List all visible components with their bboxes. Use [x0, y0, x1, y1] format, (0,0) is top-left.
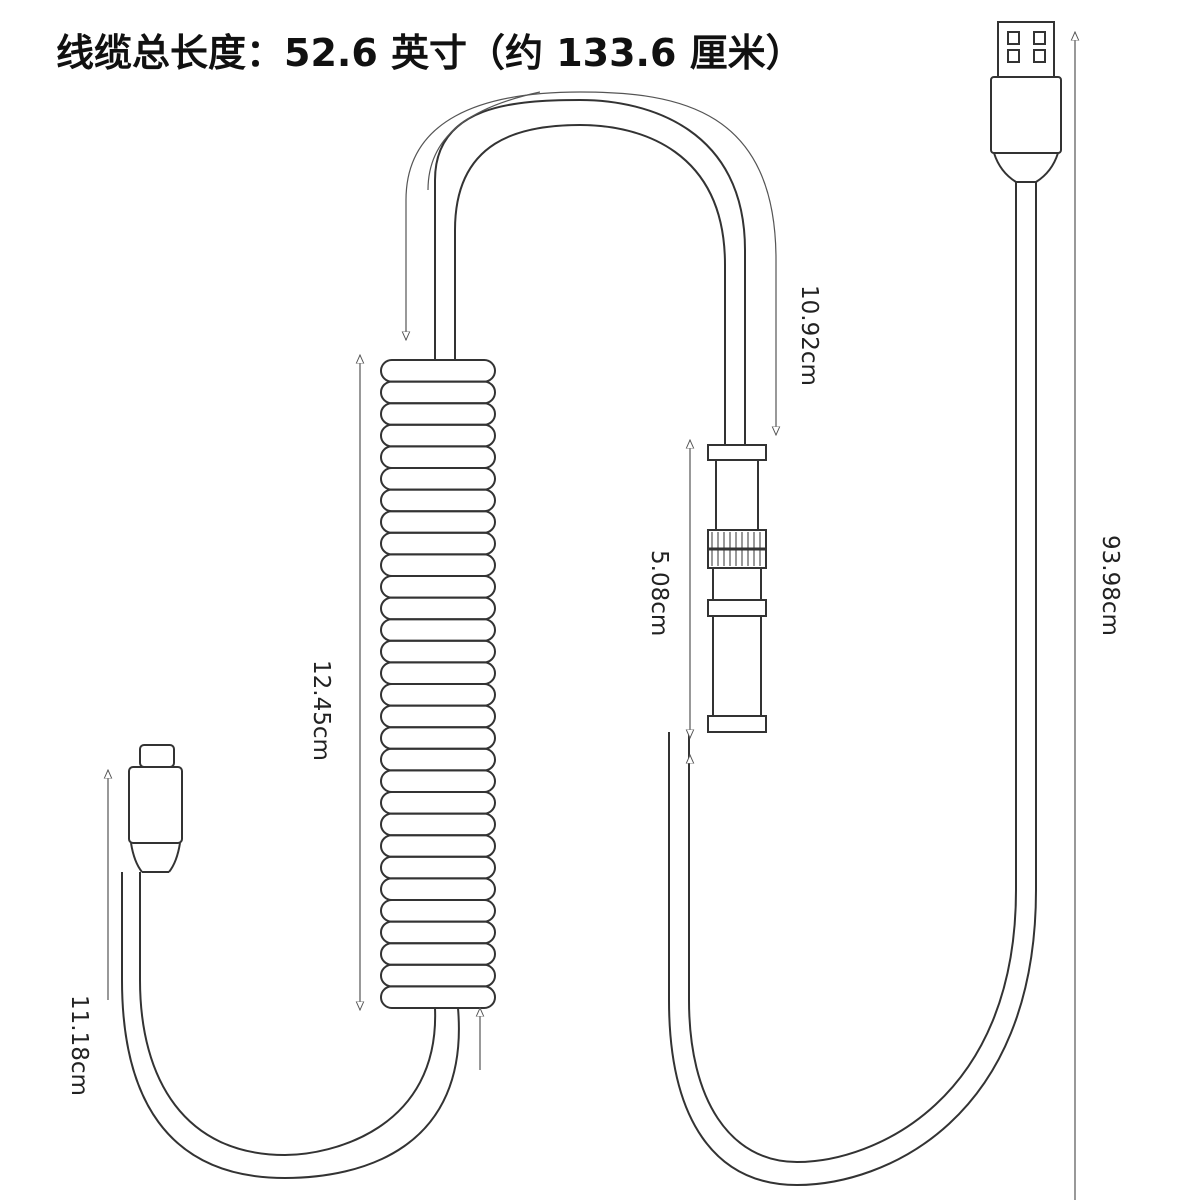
label-aviator-to-bend: 10.92cm [796, 285, 822, 386]
coil-loop [380, 683, 496, 707]
coiled-section [380, 359, 496, 1010]
label-aviator-connector: 5.08cm [646, 550, 672, 636]
coil-loop [380, 769, 496, 794]
coil-loop [380, 445, 496, 469]
coil-loop [380, 359, 496, 383]
usb-cable [668, 181, 1037, 1187]
coil-loop [380, 985, 496, 1010]
label-coil-length: 12.45cm [308, 660, 334, 761]
label-usb-segment: 93.98cm [1097, 535, 1123, 636]
coil-loop [380, 899, 496, 923]
coil-loop [380, 942, 496, 966]
dimension-labels: 93.98cm 10.92cm 5.08cm 12.45cm 11.18cm [66, 285, 1123, 1096]
coil-loop [380, 877, 496, 902]
dim-arrow-aviator-to-bend [427, 91, 541, 191]
coil-loop [380, 380, 496, 405]
page-title: 线缆总长度：52.6 英寸（约 133.6 厘米） [56, 31, 804, 75]
coil-loop [380, 467, 496, 491]
coil-loop [380, 791, 496, 815]
usb-a-plug-icon [990, 21, 1062, 183]
coil-loop [380, 553, 496, 578]
coil-loop [380, 596, 496, 621]
coil-loop [380, 423, 496, 448]
coil-loop [380, 855, 496, 880]
coil-loop [380, 531, 496, 556]
label-type-c-segment: 11.18cm [66, 995, 92, 1096]
coil-loop [380, 834, 496, 858]
coil-loop [380, 812, 496, 837]
coil-loop [380, 510, 496, 534]
aviator-connector [707, 444, 767, 733]
coil-loop [380, 704, 496, 729]
bottom-u-cable [121, 872, 460, 1180]
coil-loop [380, 726, 496, 750]
coil-loop [380, 618, 496, 642]
coil-loop [380, 402, 496, 426]
coil-loop [380, 747, 496, 772]
coil-loop [380, 639, 496, 664]
coil-loop [380, 661, 496, 686]
coil-loop [380, 488, 496, 513]
coil-loop [380, 575, 496, 599]
coil-loop [380, 920, 496, 945]
dimension-lines [108, 32, 1075, 1200]
top-arch-cable [434, 98, 746, 445]
type-c-plug-icon [128, 744, 183, 873]
coil-loop [380, 963, 496, 988]
